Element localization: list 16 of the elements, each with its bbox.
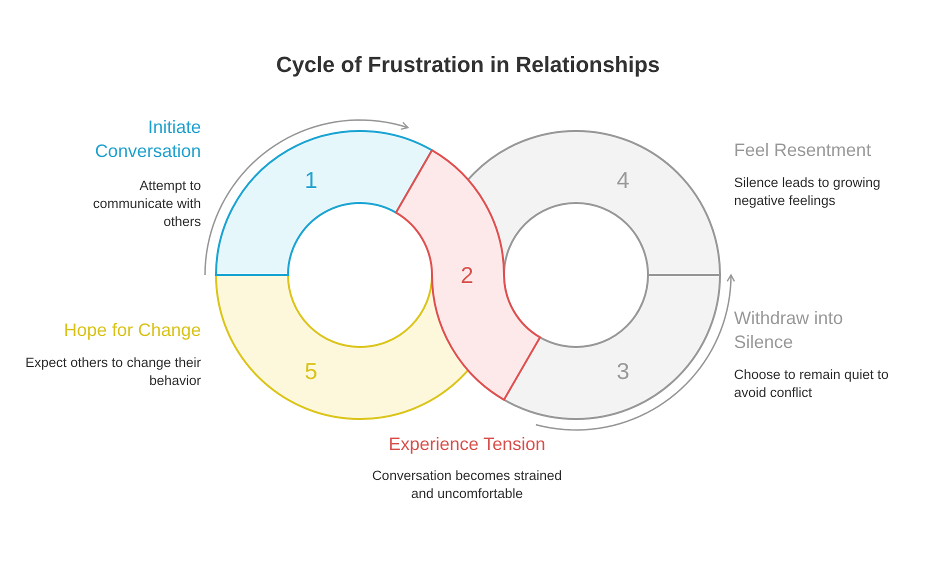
step-number: 4 <box>616 167 630 193</box>
diagram-title: Cycle of Frustration in Relationships <box>275 52 661 78</box>
step-heading: Initiate Conversation <box>94 116 201 163</box>
step-heading: Hope for Change <box>62 319 201 342</box>
step-number: 1 <box>304 167 318 193</box>
step-number: 5 <box>304 358 318 384</box>
step-description: Silence leads to growing negative feelings <box>734 174 882 210</box>
step-description: Attempt to communicate with others <box>92 177 201 231</box>
step-heading: Feel Resentment <box>734 139 872 162</box>
step-description: Expect others to change their behavior <box>24 354 201 390</box>
step-description: Choose to remain quiet to avoid conflict <box>734 366 890 402</box>
step-heading: Withdraw into Silence <box>734 307 844 354</box>
step-number: 2 <box>460 262 474 288</box>
step-number: 3 <box>616 358 630 384</box>
step-description: Conversation becomes strained and uncomfortable <box>371 467 563 503</box>
step-heading: Experience Tension <box>388 433 546 456</box>
